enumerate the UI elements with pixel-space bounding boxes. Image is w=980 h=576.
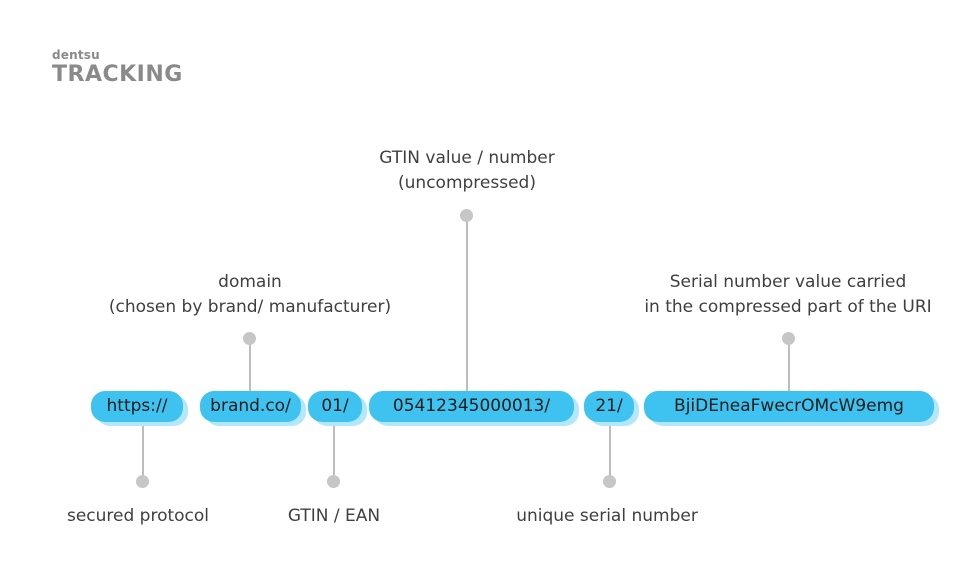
product-title: TRACKING	[52, 62, 183, 87]
segment-domain: brand.co/	[200, 391, 306, 426]
label-gtin-value: GTIN value / number (uncompressed)	[379, 148, 555, 193]
label-domain: domain (chosen by brand/ manufacturer)	[108, 272, 392, 317]
label-serial: unique serial number	[516, 506, 698, 526]
connector-serial	[609, 421, 611, 481]
segment-gtin-ai: 01/	[308, 391, 367, 426]
label-protocol: secured protocol	[66, 506, 210, 526]
connector-gtin-value	[466, 216, 468, 392]
segment-serial-ai: 21/	[584, 391, 639, 426]
connector-dot-gtin-value	[460, 209, 473, 222]
connector-dot-domain	[243, 332, 256, 345]
connector-protocol	[142, 421, 144, 481]
label-gtin-ean: GTIN / EAN	[287, 506, 381, 526]
connector-dot-protocol	[136, 475, 149, 488]
connector-serial-value	[788, 339, 790, 392]
connector-dot-gtin-ean	[327, 475, 340, 488]
connector-domain	[249, 339, 251, 392]
connector-dot-serial-value	[782, 332, 795, 345]
label-serial-value: Serial number value carried in the compr…	[644, 272, 932, 317]
segment-protocol: https://	[91, 391, 188, 426]
connector-gtin-ean	[333, 421, 335, 481]
segment-serial-value: BjiDEneaFwecrOMcW9emg	[644, 391, 939, 426]
segment-gtin-value: 05412345000013/	[369, 391, 579, 426]
connector-dot-serial	[603, 475, 616, 488]
company-logo-text: dentsu	[52, 48, 100, 62]
